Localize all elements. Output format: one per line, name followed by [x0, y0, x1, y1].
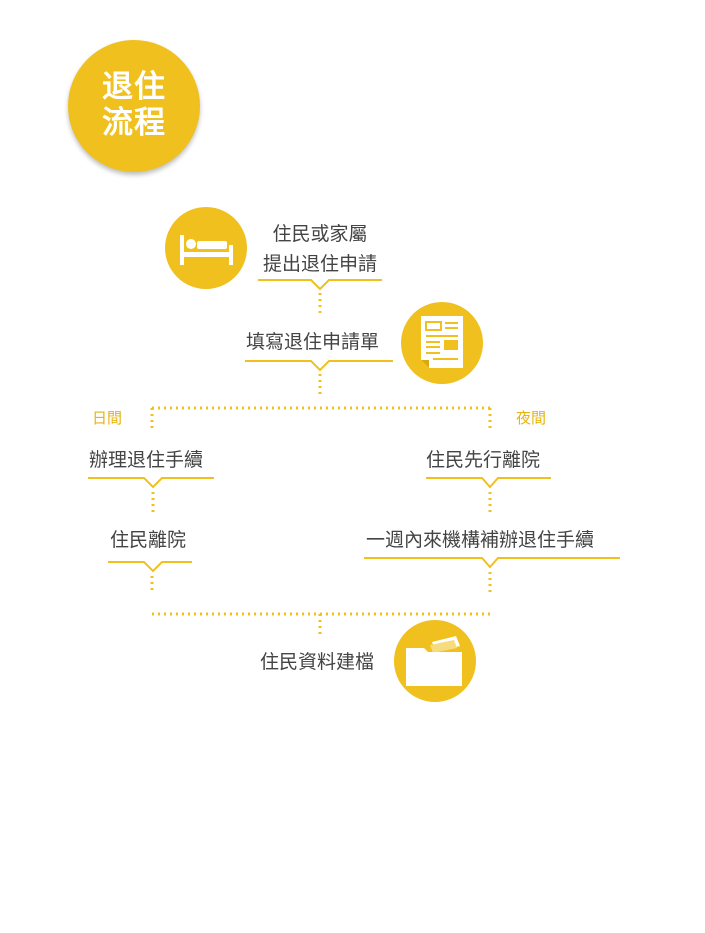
step-night-process: 一週內來機構補辦退住手續 [366, 529, 595, 551]
folder-icon-circle [394, 620, 476, 702]
step-request-line-2: 提出退住申請 [262, 253, 377, 275]
step-request-line-1: 住民或家屬 [272, 223, 368, 245]
branch-night-label: 夜間 [516, 409, 547, 427]
underline-fill-form [245, 360, 393, 372]
branch-day-label: 日間 [92, 409, 123, 427]
step-archive: 住民資料建檔 [260, 651, 375, 673]
underline-night-leave [426, 477, 551, 489]
title-line-2: 流程 [102, 105, 166, 141]
form-document-icon [421, 316, 463, 368]
step-fill-form: 填寫退住申請單 [246, 331, 380, 353]
form-icon-circle [401, 302, 483, 384]
step-day-leave: 住民離院 [110, 529, 187, 551]
title-line-1: 退住 [102, 69, 166, 105]
step-day-process: 辦理退住手續 [89, 449, 204, 471]
underline-request [258, 279, 382, 291]
bed-icon [180, 235, 233, 265]
title-badge: 退住 流程 [68, 40, 200, 172]
bed-icon-circle [165, 207, 247, 289]
underline-day-process [88, 477, 214, 489]
underline-day-leave [108, 561, 192, 573]
step-night-leave: 住民先行離院 [426, 449, 541, 471]
underline-night-process [364, 557, 620, 569]
folder-icon [406, 636, 462, 686]
